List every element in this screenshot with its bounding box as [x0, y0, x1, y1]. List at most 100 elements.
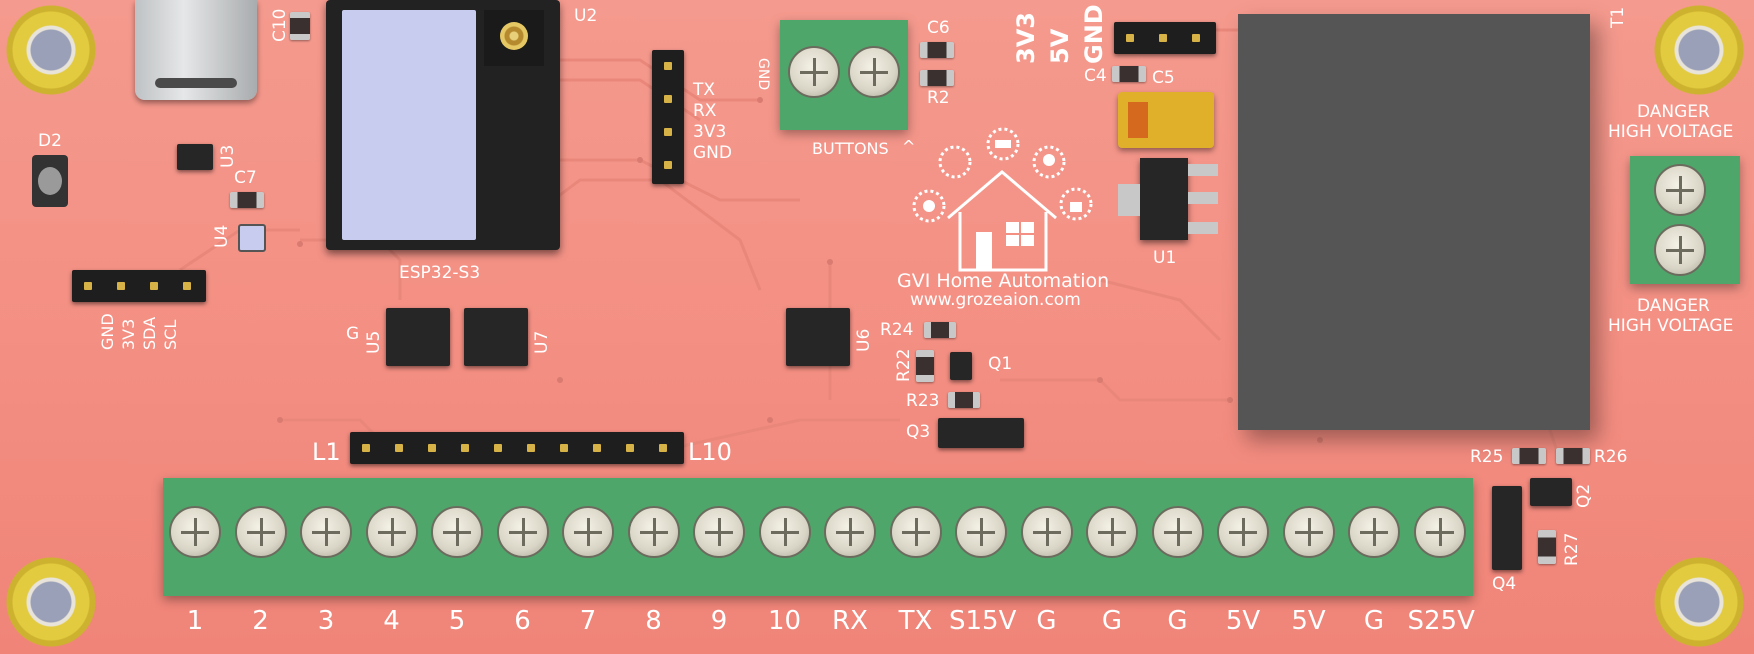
terminal-screw — [824, 506, 876, 558]
terminal-label: 3 — [317, 606, 335, 636]
regulator-u1 — [1140, 158, 1188, 240]
esp32-s3-module — [326, 0, 560, 250]
terminal-label: TX — [898, 606, 933, 636]
transistor-q1 — [950, 352, 972, 380]
terminal-screw — [1217, 506, 1269, 558]
label-c7: C7 — [234, 168, 257, 188]
transformer-t1 — [1238, 14, 1590, 430]
danger-bottom-line1: DANGER — [1637, 296, 1710, 316]
uart-label-tx: TX — [693, 80, 716, 100]
buttons-arrow: ^ — [902, 137, 916, 156]
capacitor-c10 — [290, 12, 310, 40]
uart-label-3v3: 3V3 — [693, 122, 727, 142]
terminal-label: 4 — [383, 606, 400, 636]
terminal-label: G — [1036, 606, 1057, 636]
led-header — [350, 432, 684, 464]
label-r2: R2 — [927, 88, 950, 108]
transistor-q4 — [1492, 486, 1522, 570]
usb-c-connector — [135, 0, 257, 100]
resistor-r23 — [948, 392, 980, 408]
label-c6: C6 — [927, 18, 950, 38]
antenna-connector — [484, 10, 544, 66]
buttons-label: BUTTONS — [812, 139, 889, 158]
label-c4: C4 — [1084, 66, 1107, 86]
resistor-r27 — [1538, 530, 1556, 564]
i2c-header — [72, 270, 206, 302]
label-r27: R27 — [1562, 532, 1582, 566]
label-q3: Q3 — [906, 422, 931, 442]
terminal-screw — [431, 506, 483, 558]
terminal-label: G — [1101, 606, 1123, 636]
terminal-label: 6 — [514, 606, 531, 636]
label-r24: R24 — [880, 320, 914, 340]
label-q1: Q1 — [988, 354, 1013, 374]
terminal-label: 1 — [186, 606, 204, 636]
terminal-label: G — [1363, 606, 1385, 636]
terminal-screw — [758, 506, 811, 558]
terminal-screw — [365, 506, 418, 558]
mounting-hole-top-right — [1654, 5, 1744, 95]
label-u5: U5 — [364, 330, 384, 354]
label-d2: D2 — [38, 131, 62, 151]
sensor-u4 — [238, 224, 266, 252]
resistor-r2 — [920, 70, 954, 86]
terminal-label: S15V — [949, 606, 1017, 636]
terminal-screw — [693, 506, 745, 558]
label-q4: Q4 — [1492, 574, 1517, 594]
label-u7: U7 — [532, 330, 552, 354]
capacitor-c5 — [1118, 92, 1214, 148]
uart-header — [652, 50, 684, 184]
power-header — [1114, 22, 1216, 54]
label-r25: R25 — [1470, 447, 1504, 467]
terminal-screw — [1086, 506, 1138, 558]
label-l1: L1 — [312, 438, 341, 466]
terminal-screw — [627, 506, 680, 558]
chip-u6 — [786, 308, 850, 366]
capacitor-c7 — [230, 192, 264, 208]
main-terminal-block — [163, 478, 1473, 596]
transistor-q2 — [1530, 478, 1572, 506]
terminal-screw — [496, 506, 549, 558]
buttons-terminal-block — [780, 20, 908, 130]
label-g: G — [346, 324, 360, 344]
label-u2: U2 — [574, 6, 598, 26]
terminal-label: 2 — [252, 606, 269, 636]
terminal-screw — [889, 506, 942, 558]
label-u6: U6 — [854, 328, 874, 352]
label-r26: R26 — [1594, 447, 1628, 467]
uart-label-gnd: GND — [693, 143, 732, 163]
resistor-r26 — [1556, 448, 1590, 464]
terminal-screw — [169, 506, 221, 558]
mounting-hole-bottom-left — [6, 557, 96, 647]
terminal-label: 10 — [767, 606, 802, 636]
logo-title: GVI Home Automation — [897, 270, 1110, 292]
label-l10: L10 — [688, 438, 732, 466]
label-r23: R23 — [906, 391, 940, 411]
resistor-r25 — [1512, 448, 1546, 464]
led-d2 — [32, 155, 68, 207]
uart-label-rx: RX — [693, 101, 717, 121]
terminal-label: G — [1167, 606, 1188, 636]
chip-u3 — [177, 144, 213, 170]
mounting-hole-bottom-right — [1654, 557, 1744, 647]
terminal-screw — [1282, 506, 1335, 558]
terminal-label: 9 — [710, 606, 728, 636]
resistor-r24 — [924, 322, 956, 338]
terminal-screw — [562, 506, 614, 558]
terminal-label: 5V — [1225, 606, 1261, 636]
terminal-label: RX — [832, 606, 868, 636]
terminal-screw — [1413, 506, 1466, 558]
terminal-label: S25V — [1407, 606, 1475, 636]
terminal-label: 7 — [579, 606, 597, 636]
label-u1: U1 — [1153, 248, 1177, 268]
terminal-screw — [1348, 506, 1400, 558]
terminal-label: 5V — [1291, 606, 1326, 636]
terminal-screw — [234, 506, 287, 558]
transistor-q3 — [938, 418, 1024, 448]
danger-top-line1: DANGER — [1637, 102, 1710, 122]
terminal-screw — [300, 506, 352, 558]
label-esp32-s3: ESP32-S3 — [399, 263, 481, 283]
chip-u7 — [464, 308, 528, 366]
